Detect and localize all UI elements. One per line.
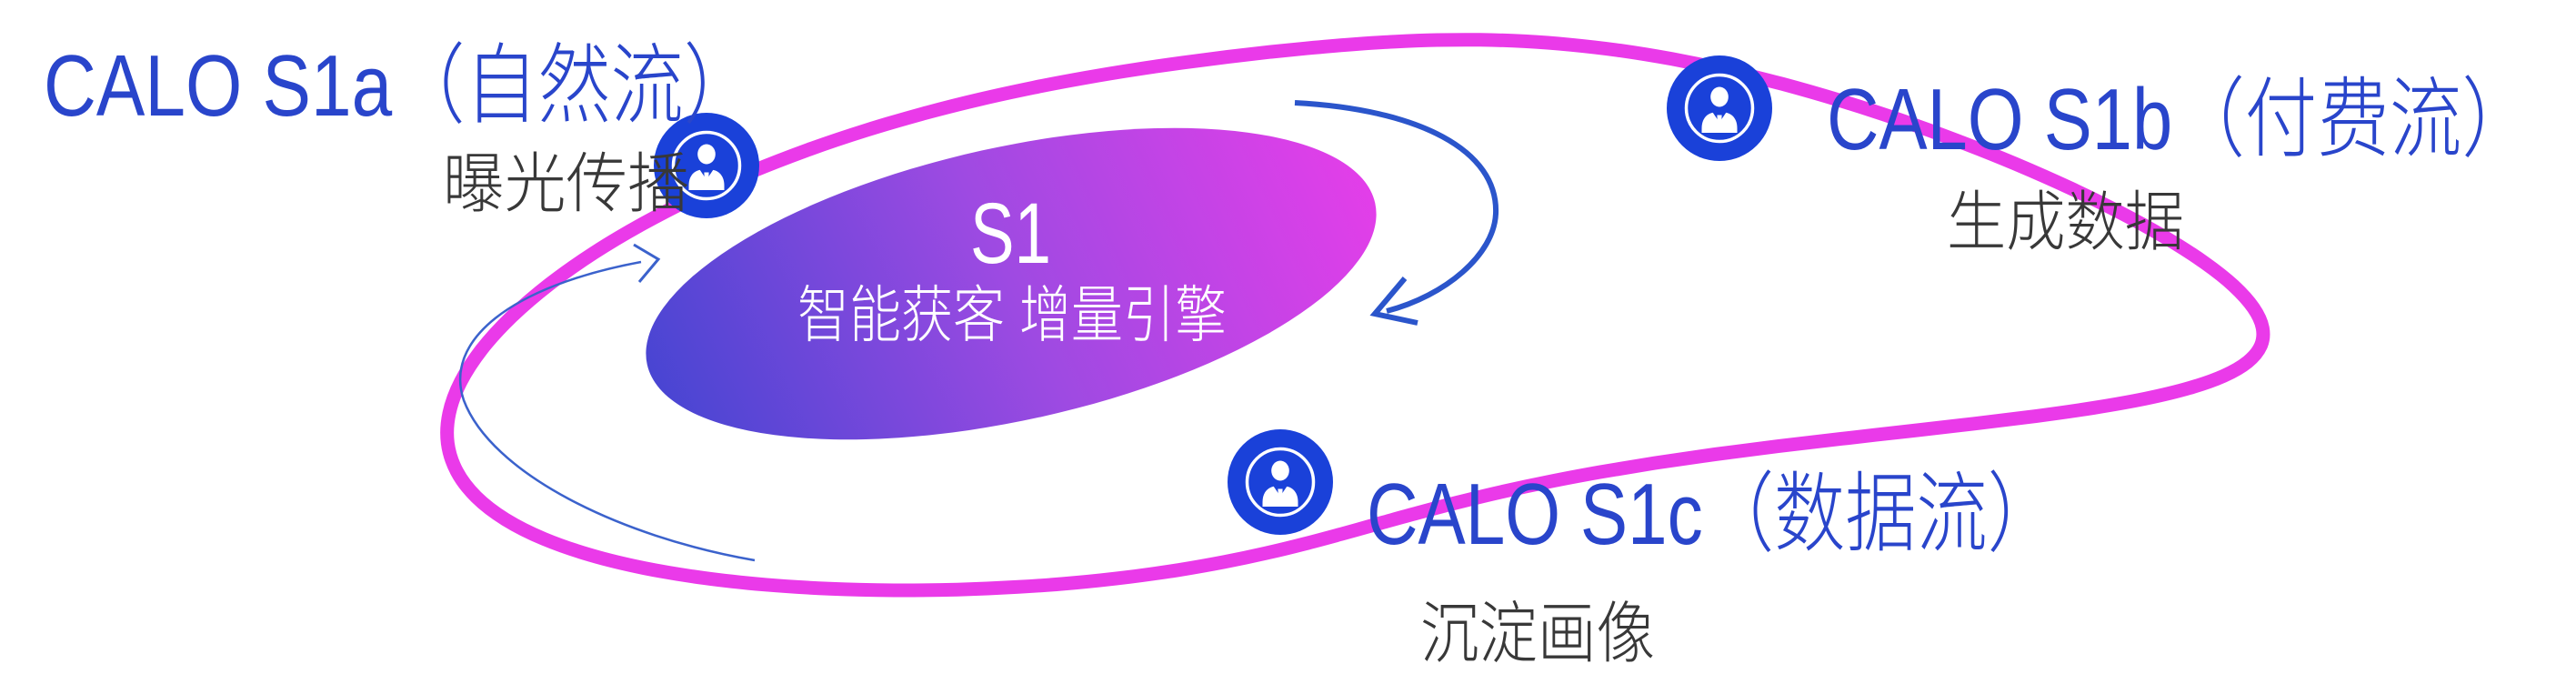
svg-text:沉淀画像: 沉淀画像 xyxy=(1420,579,1655,677)
svg-text:智能获客 增量引擎: 智能获客 增量引擎 xyxy=(797,265,1227,355)
svg-text:生成数据: 生成数据 xyxy=(1947,168,2184,264)
svg-text:S1: S1 xyxy=(970,186,1051,282)
svg-text:曝光传播: 曝光传播 xyxy=(443,130,689,226)
svg-text:CALO S1b（付费流）: CALO S1b（付费流） xyxy=(1827,48,2534,175)
svg-text:CALO S1c（数据流）: CALO S1c（数据流） xyxy=(1367,443,2059,569)
svg-text:CALO S1a（自然流）: CALO S1a（自然流） xyxy=(44,15,757,141)
